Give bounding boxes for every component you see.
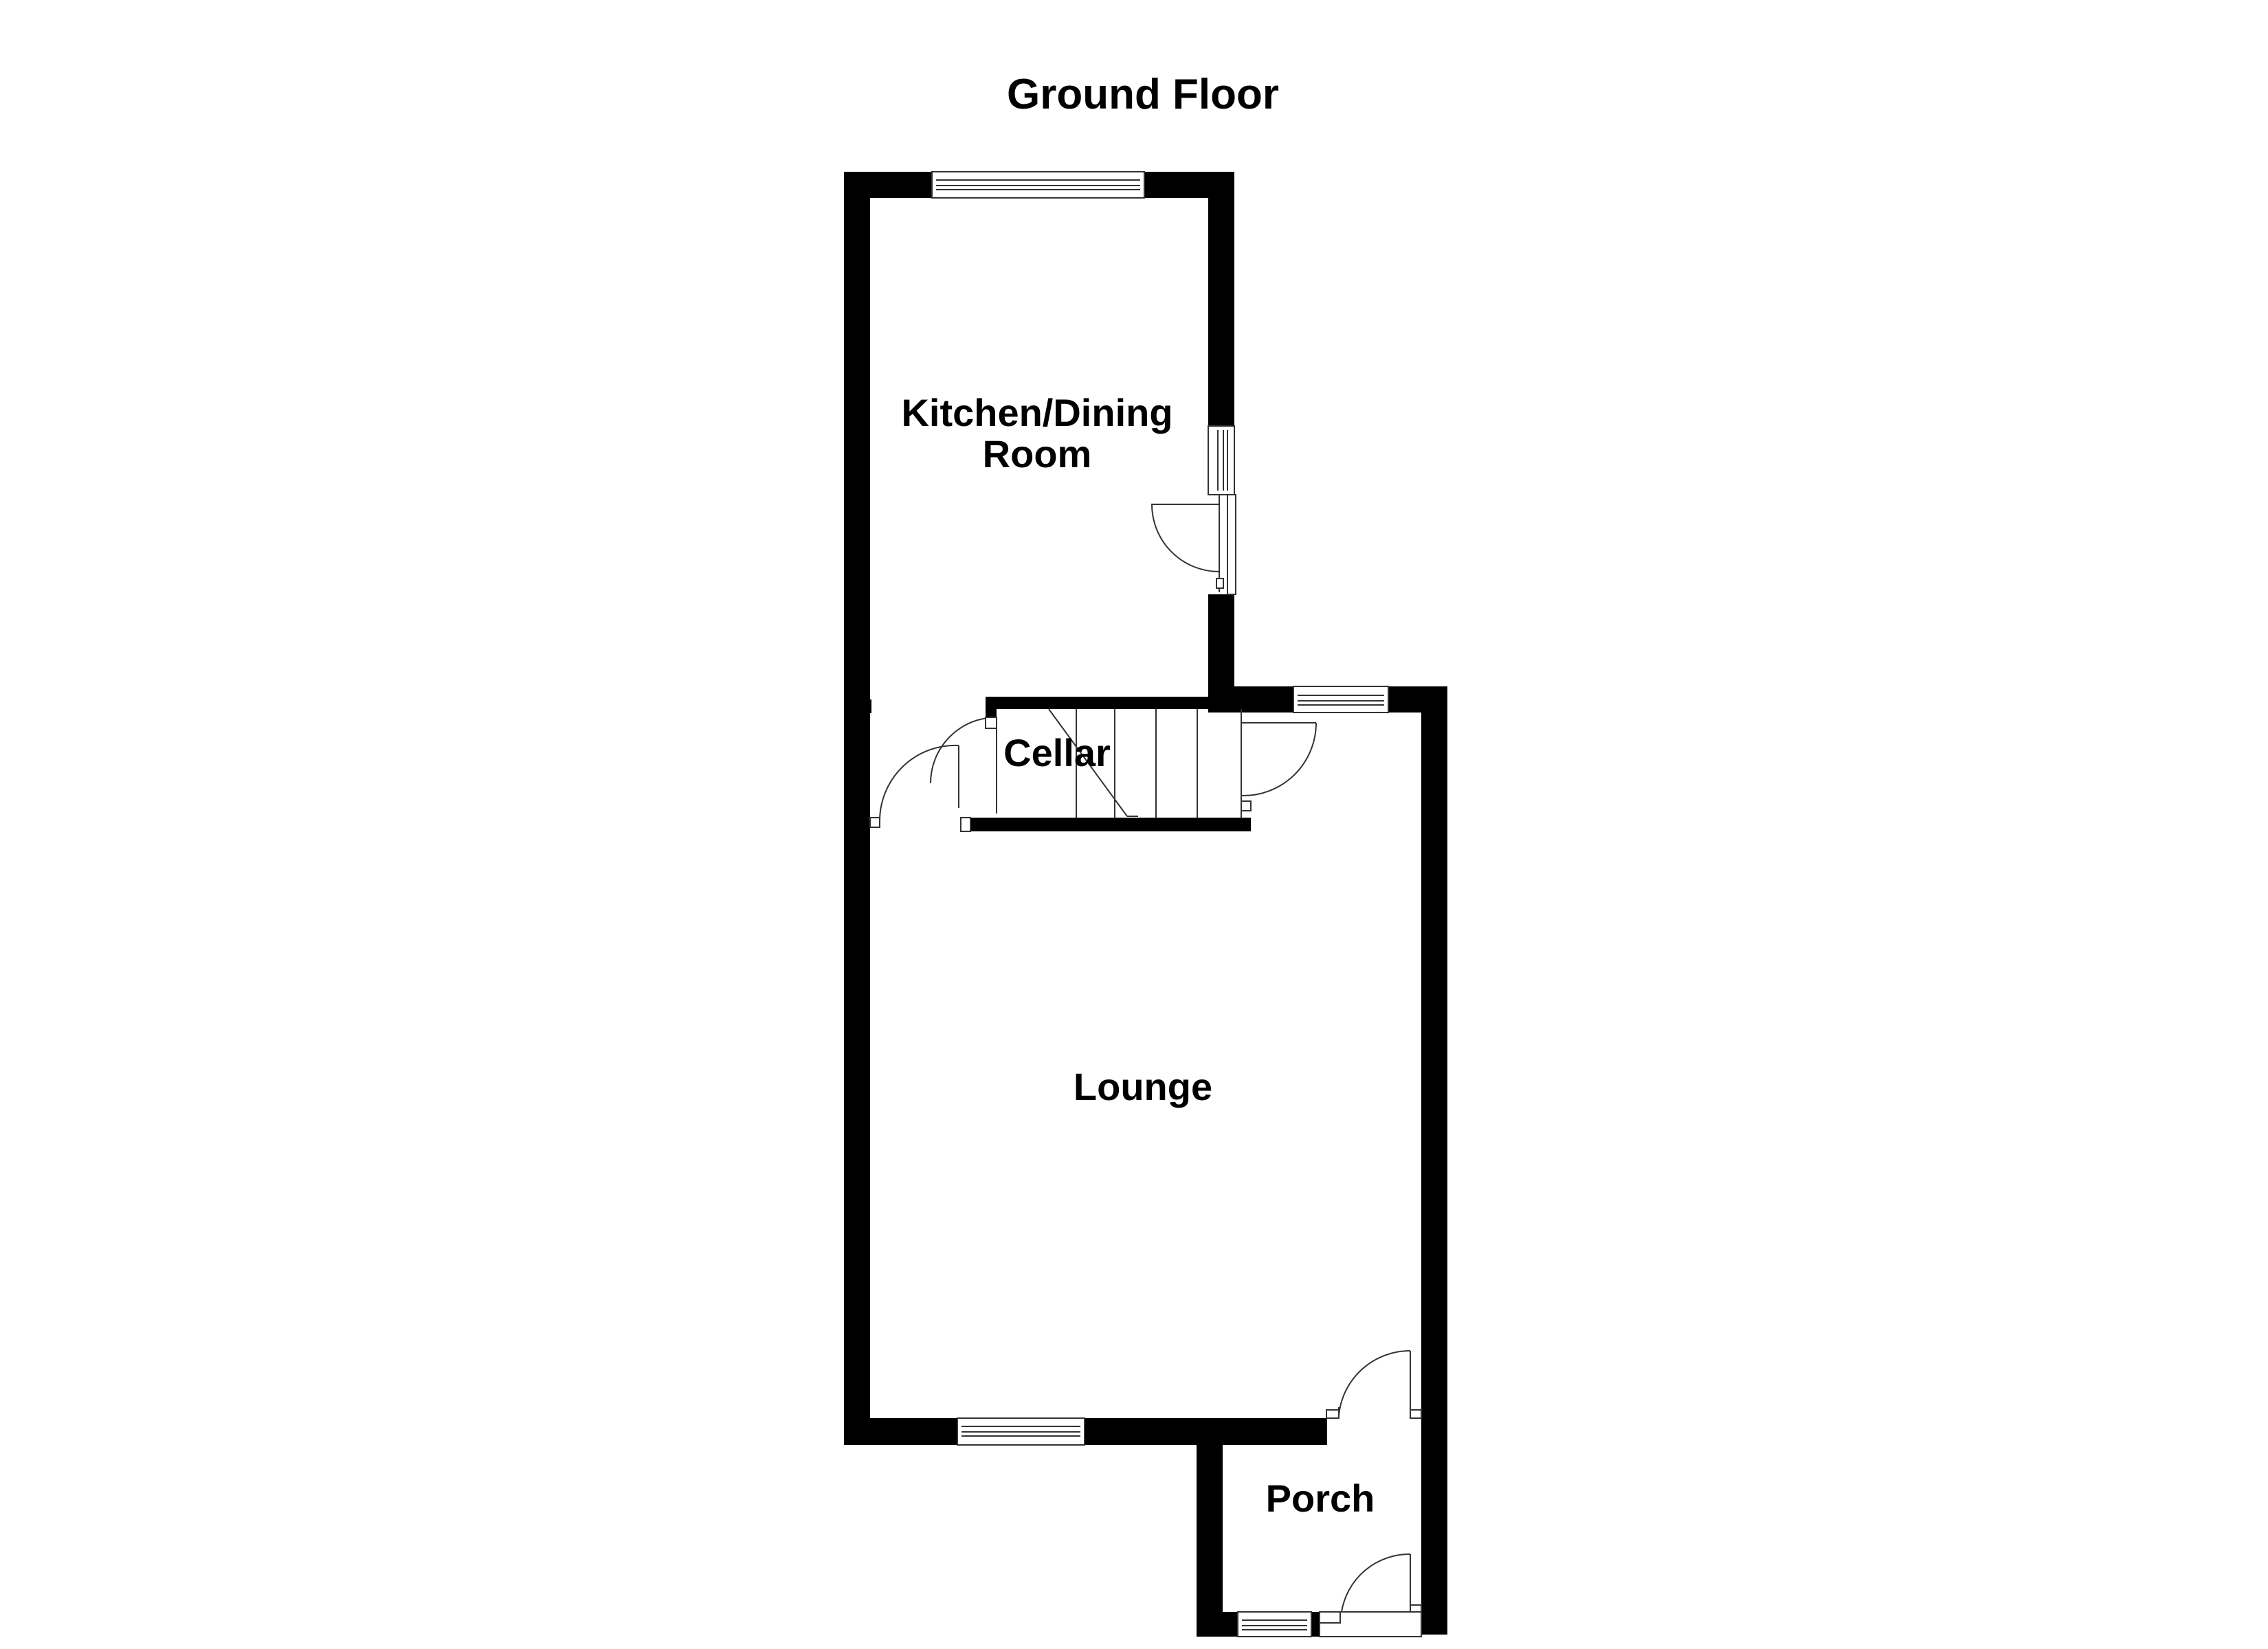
wall-right-exterior [1421, 686, 1447, 1635]
cellar-stairs [1048, 708, 1242, 818]
wall-porch-left [1197, 1418, 1223, 1637]
wall-porch-bottom-left [1197, 1612, 1238, 1637]
door-porch-inner [1326, 1349, 1422, 1419]
wall-left-exterior [844, 172, 870, 1445]
room-label-porch: Porch [1266, 1477, 1375, 1520]
window-porch-bottom [1237, 1611, 1312, 1637]
door-porch-front [1319, 1553, 1422, 1637]
window-lounge-bottom [957, 1417, 1085, 1446]
room-label-kitchen-line1: Kitchen/Dining [901, 391, 1172, 434]
door-cellar-left [869, 717, 997, 832]
room-label-cellar: Cellar [1003, 731, 1111, 774]
wall-kitchen-right-lower [1208, 594, 1234, 696]
wall-left-small-notch [867, 699, 871, 713]
room-label-kitchen-line2: Room [983, 432, 1092, 475]
wall-lounge-bottom-a [844, 1418, 957, 1445]
wall-cellar-top [986, 697, 1223, 709]
wall-kitchen-right-upper [1208, 172, 1234, 426]
window-lounge-top [1293, 686, 1389, 713]
door-kitchen-side [1150, 494, 1236, 595]
window-kitchen-top [931, 171, 1145, 199]
wall-cellar-bottom [970, 818, 1251, 831]
door-cellar-right [1241, 722, 1317, 811]
wall-porch-bottom-mid [1311, 1612, 1320, 1637]
walls [844, 172, 1447, 1637]
window-kitchen-side [1208, 425, 1235, 495]
room-label-lounge: Lounge [1074, 1065, 1212, 1108]
floor-title: Ground Floor [1007, 71, 1279, 118]
wall-cellar-left-stub [986, 697, 997, 717]
